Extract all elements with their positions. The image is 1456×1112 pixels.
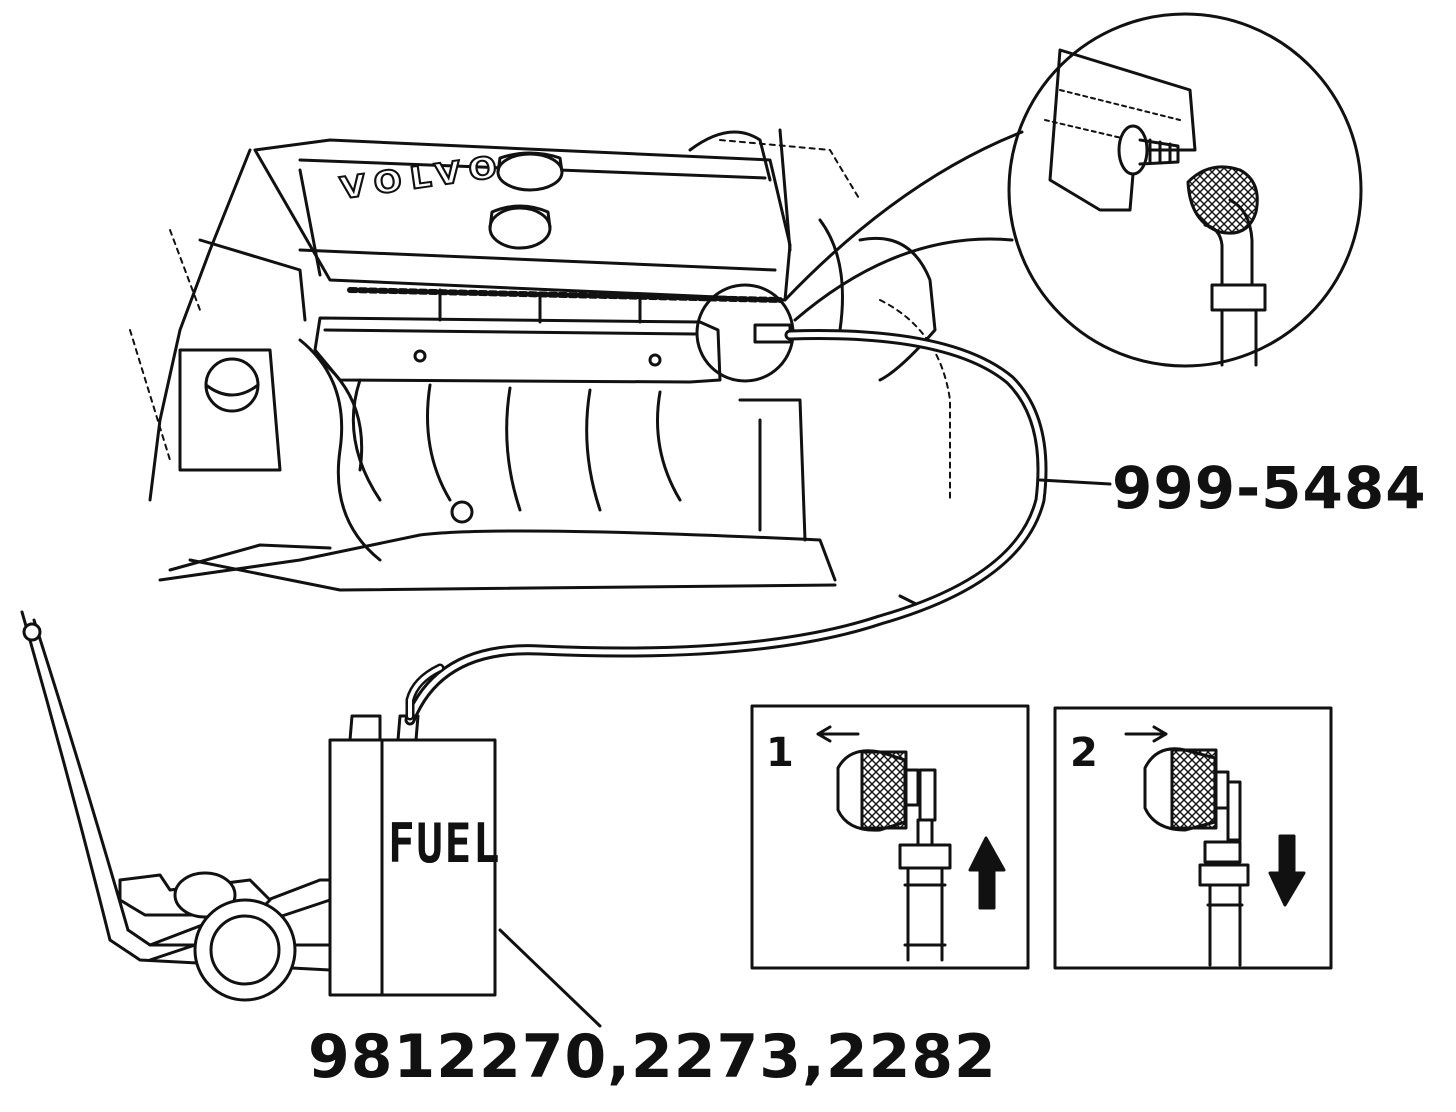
distributor-cap [488,206,552,250]
reservoir-cap [204,357,260,413]
step-2-panel [1053,706,1333,970]
step-1-panel [750,704,1030,970]
left-arrow-icon [816,725,860,743]
fuel-tank-trolley [20,610,602,1028]
up-arrow-icon [968,836,1006,910]
engine-bay-illustration [129,128,951,592]
tool-label-leader-line [1038,478,1112,486]
down-arrow-icon [1268,834,1306,907]
step-1-number: 1 [766,730,794,776]
kit-part-numbers-label: 9812270,2273,2282 [308,1022,997,1092]
pressure-gauge-hose [404,329,1112,726]
step-2-number: 2 [1070,730,1098,776]
fuel-tank-label: FUEL [388,812,502,875]
right-arrow-icon [1124,725,1168,743]
oil-filler-cap [496,152,564,192]
fuel-tank [328,738,497,997]
kit-label-leader-line [498,928,602,1028]
magnified-valve-inset [783,12,1363,368]
tool-part-number-label: 999-5484 [1112,454,1427,522]
fuel-rail [313,316,722,384]
